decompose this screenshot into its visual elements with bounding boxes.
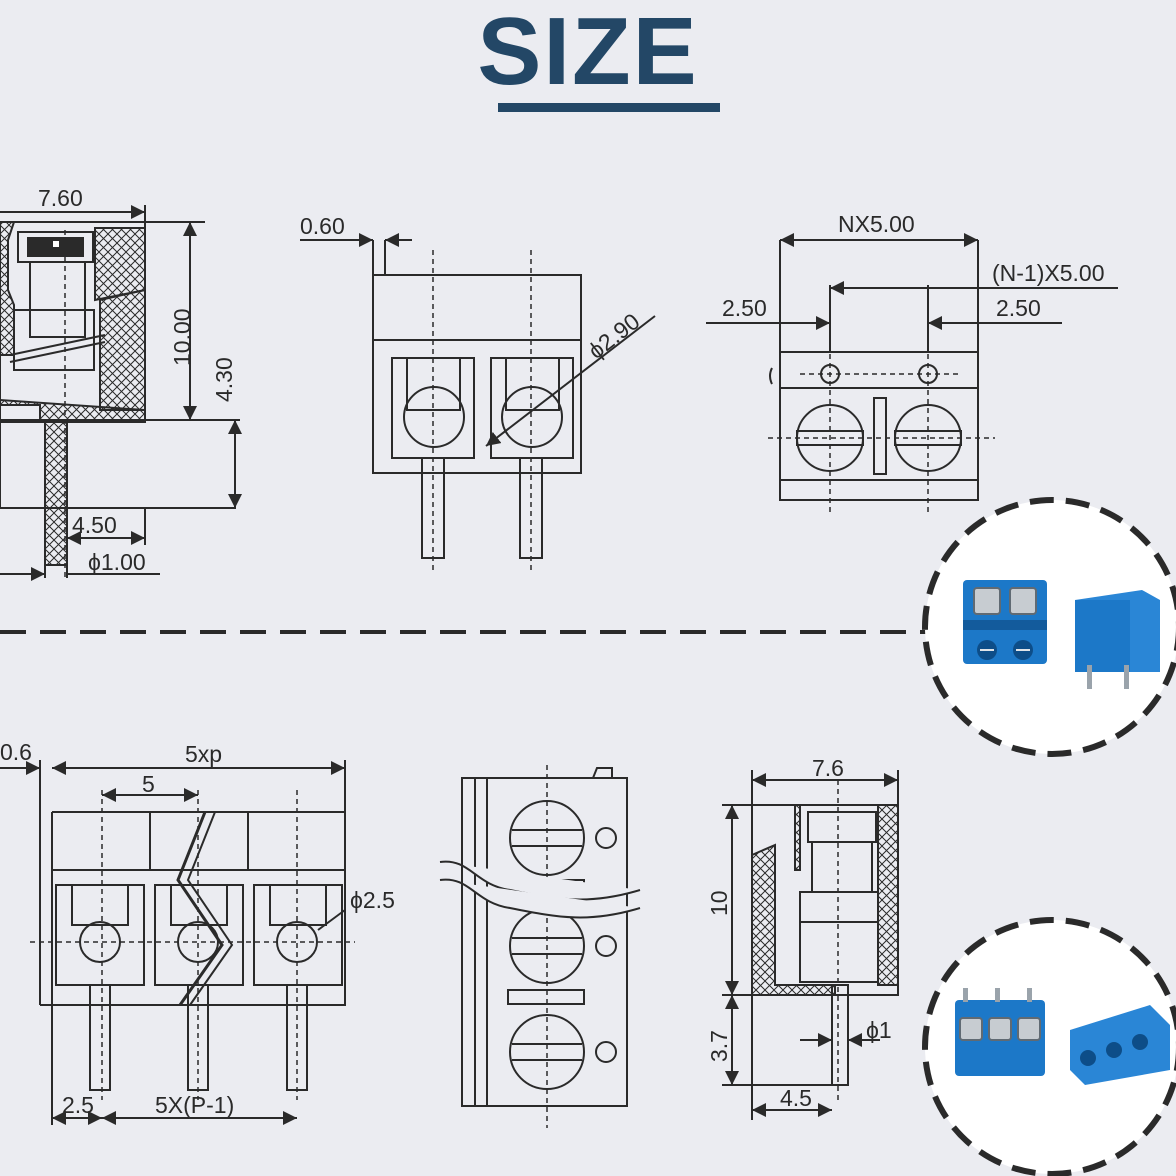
dim-bside-height: 10: [706, 890, 732, 916]
dim-bside-width: 7.6: [812, 755, 844, 781]
bottom-front-view: [0, 760, 355, 1125]
dim-top-total-width: NX5.00: [838, 211, 915, 237]
dim-bottom-wall: 0.6: [0, 739, 32, 765]
dim-top-inner-pitch: (N-1)X5.00: [992, 260, 1104, 286]
photo-2pin: [922, 497, 1176, 757]
dim-bottom-pin-span: 5X(P-1): [155, 1092, 234, 1118]
dim-side-height: 10.00: [169, 308, 195, 366]
title-underline: [498, 103, 720, 112]
dim-side-pin-diameter: ϕ1.00: [88, 549, 146, 575]
dim-front-screw-hole: ϕ2.90: [583, 308, 644, 364]
dim-side-pin-offset: 4.50: [72, 512, 117, 538]
photo-3pin: [922, 917, 1176, 1176]
dashed-circle-frame-icon: [922, 497, 1176, 757]
top-front-view: [300, 233, 656, 570]
dim-side-body-height: 4.30: [211, 357, 237, 402]
dim-bottom-screw-hole: ϕ2.5: [350, 887, 395, 913]
page-title: SIZE: [477, 0, 699, 105]
top-side-view: [0, 205, 242, 581]
dashed-circle-frame-icon: [922, 917, 1176, 1176]
terminal-block-icon: [955, 988, 1170, 1085]
bottom-top-view: [439, 765, 641, 1128]
dim-bottom-edge: 2.5: [62, 1092, 94, 1118]
dim-bside-pin-length: 3.7: [706, 1030, 732, 1062]
dim-bottom-pitch: 5: [142, 771, 155, 797]
dim-bottom-total-width: 5xp: [185, 741, 222, 767]
dim-bside-pin-offset: 4.5: [780, 1085, 812, 1111]
terminal-block-icon: [963, 580, 1160, 689]
dim-top-left-margin: 2.50: [722, 295, 767, 321]
dim-front-wall: 0.60: [300, 213, 345, 239]
top-top-view: [706, 233, 1118, 512]
dim-top-right-margin: 2.50: [996, 295, 1041, 321]
dim-bside-pin-diameter: ϕ1: [866, 1017, 892, 1043]
dim-side-width: 7.60: [38, 185, 83, 211]
bottom-side-view: [722, 770, 899, 1120]
